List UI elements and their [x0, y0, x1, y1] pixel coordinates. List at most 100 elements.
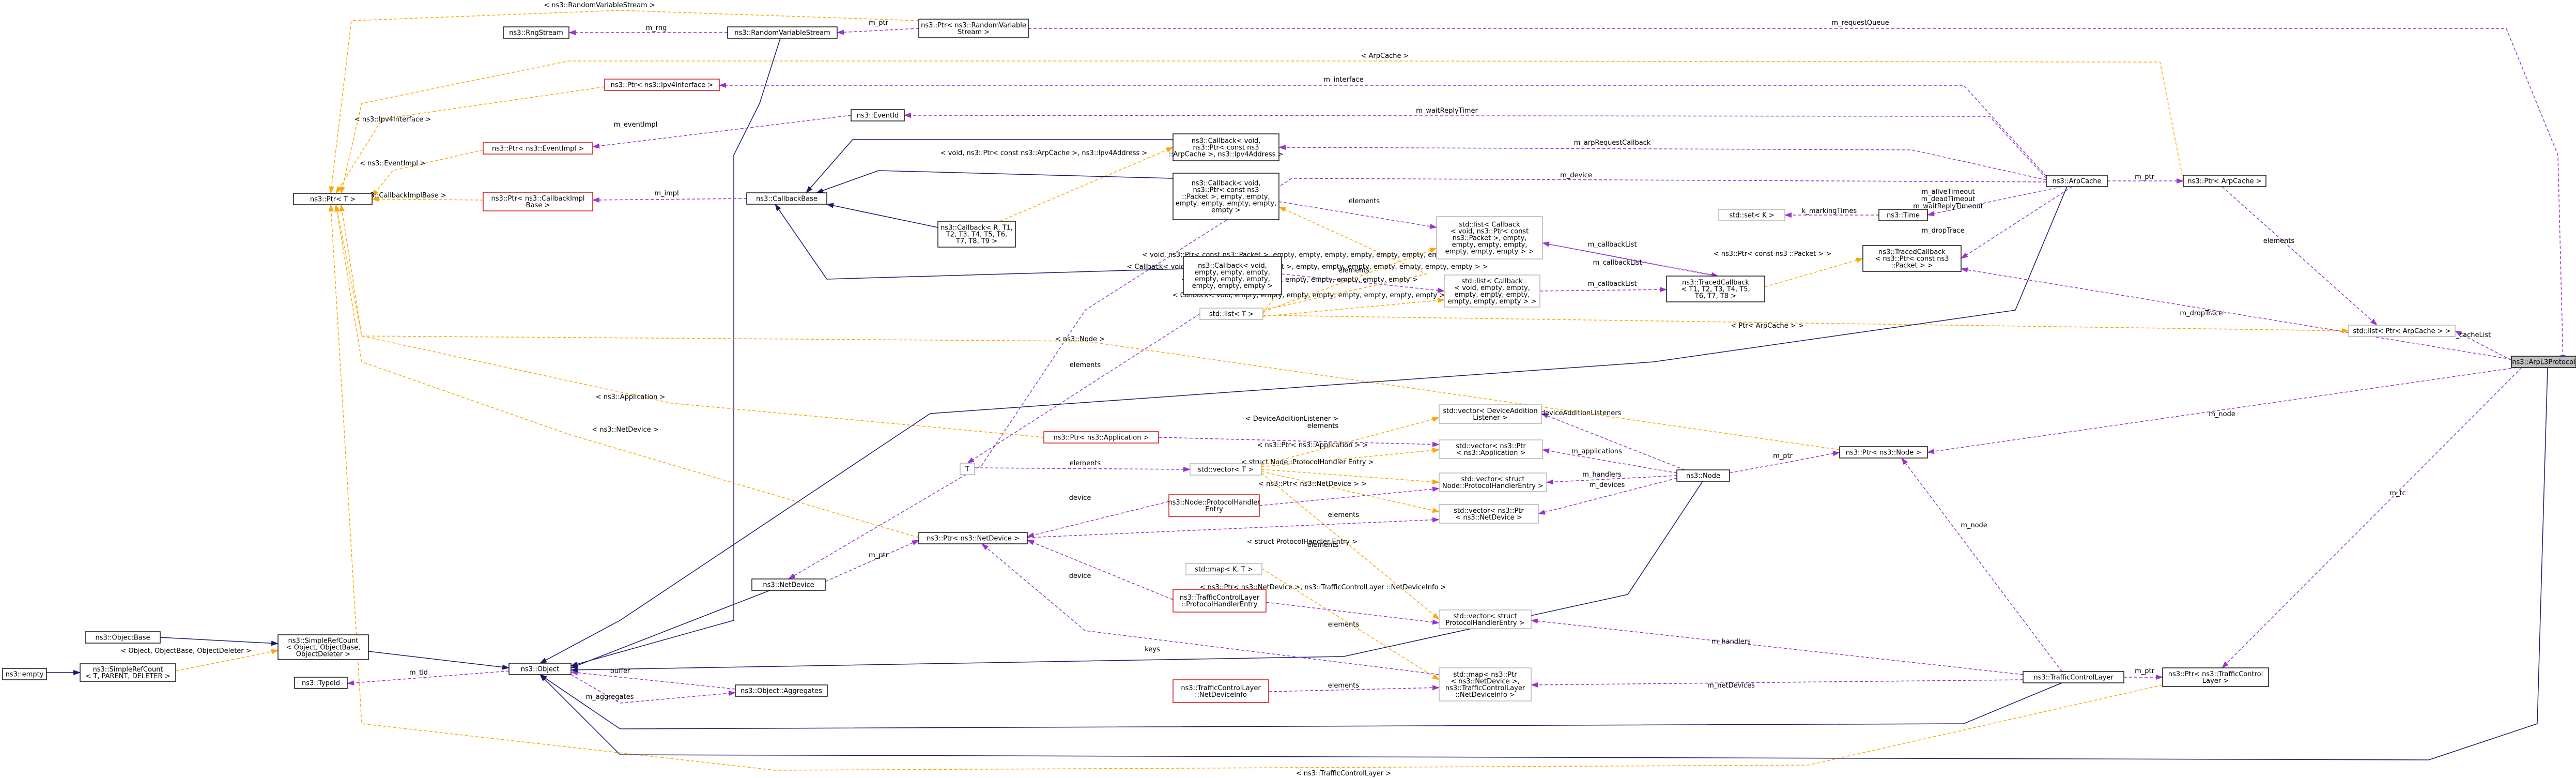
node-label: std::map< ns3::Ptr — [1453, 671, 1517, 679]
node-list-t[interactable]: std::list< T > — [1199, 308, 1263, 320]
edge-line — [1531, 679, 2024, 688]
node-box — [1199, 308, 1263, 320]
node-tcl-phe[interactable]: ns3::TrafficControlLayer::ProtocolHandle… — [1173, 589, 1267, 613]
node-vec-tcl-phe[interactable]: std::vector< structProtocolHandlerEntry … — [1439, 609, 1532, 629]
edge-label-m_handlers_b: m_handlers — [1711, 638, 1751, 646]
node-vec-ptr-app[interactable]: std::vector< ns3::Ptr< ns3::Application … — [1439, 439, 1543, 459]
edge-vec_t-to-vec_phe: < struct Node::ProtocolHandler Entry > — [1241, 459, 1440, 485]
node-node-phe[interactable]: ns3::Node::ProtocolHandlerEntry — [1168, 494, 1260, 517]
node-vec-phe[interactable]: std::vector< structNode::ProtocolHandler… — [1439, 472, 1547, 492]
edge-label-m_ptr_tcl: m_ptr — [2135, 667, 2155, 675]
node-box — [483, 192, 593, 211]
node-aggregates[interactable]: ns3::Object::Aggregates — [735, 684, 828, 697]
node-cb-template[interactable]: ns3::Callback< R, T1,T2, T3, T4, T5, T6,… — [937, 221, 1016, 248]
node-eventid[interactable]: ns3::EventId — [851, 109, 905, 121]
edge-label-ipv4if_tmpl: < ns3::Ipv4Interface > — [354, 116, 431, 124]
node-box — [1173, 589, 1267, 613]
node-set-k[interactable]: std::set< K > — [1718, 209, 1785, 221]
edge-trafficcontrollayer-to-map_nd: m_netDevices — [1531, 679, 2024, 690]
node-cb-void[interactable]: ns3::Callback< void,empty, empty, empty,… — [1183, 256, 1282, 295]
node-list-cb-packet[interactable]: std::list< Callback< void, ns3::Ptr< con… — [1436, 216, 1543, 260]
node-vec-t[interactable]: std::vector< T > — [1190, 463, 1262, 476]
node-vec-dal[interactable]: std::vector< DeviceAdditionListener > — [1439, 404, 1542, 424]
node-t-node[interactable]: T — [960, 463, 975, 475]
node-ptr-eventimpl[interactable]: ns3::Ptr< ns3::EventImpl > — [483, 142, 593, 155]
node-randomvariablestream[interactable]: ns3::RandomVariableStream — [727, 26, 838, 39]
edge-label-m_node_b: m_node — [1961, 522, 1987, 529]
node-box — [80, 663, 176, 682]
node-label: empty, empty, empty, — [1455, 291, 1530, 299]
edge-line — [334, 204, 919, 538]
node-label: ns3::Ptr< ns3::TrafficControl — [2168, 670, 2263, 678]
edge-label-tcl_tmpl: < ns3::TrafficControlLayer > — [1296, 770, 1391, 777]
node-traced-packet[interactable]: ns3::TracedCallback< ns3::Ptr< const ns3… — [1862, 245, 1962, 272]
node-ptr-tcl[interactable]: ns3::Ptr< ns3::TrafficControlLayer > — [2162, 667, 2269, 687]
edge-line — [570, 590, 770, 668]
node-ptr-app[interactable]: ns3::Ptr< ns3::Application > — [1043, 431, 1159, 444]
node-map-nd[interactable]: std::map< ns3::Ptr< ns3::NetDevice >,ns3… — [1439, 667, 1532, 701]
edge-line — [592, 115, 852, 149]
node-netdevice[interactable]: ns3::NetDevice — [751, 578, 826, 591]
edge-label-m_waitReplyTimer: m_waitReplyTimer — [1416, 107, 1478, 115]
node-box — [294, 677, 348, 689]
node-trafficcontrollayer[interactable]: ns3::TrafficControlLayer — [2023, 671, 2124, 683]
node-label: Layer > — [2202, 677, 2229, 685]
edge-line — [1261, 469, 1440, 485]
edge-label-keys: keys — [1145, 646, 1160, 653]
edge-line — [1927, 367, 2517, 454]
edge-randomvariablestream-to-object — [570, 38, 781, 667]
edge-line — [826, 203, 938, 228]
edge-label-arp_timers: m_waitReplyTimeout — [1913, 203, 1983, 210]
edge-ptr_node-to-ptr_t: < ns3::Node > — [340, 204, 1840, 450]
node-callbackbase[interactable]: ns3::CallbackBase — [746, 192, 827, 205]
node-ptr-arpcache[interactable]: ns3::Ptr< ArpCache > — [2183, 175, 2266, 187]
node-simplerefcount-t[interactable]: ns3::SimpleRefCount< T, PARENT, DELETER … — [80, 663, 176, 682]
node-label: ns3::Time — [1887, 212, 1920, 220]
edge-line — [1278, 201, 1437, 229]
node-list-ptr-arpcache[interactable]: std::list< Ptr< ArpCache > > — [2348, 325, 2456, 337]
edge-label-m_eventImpl: m_eventImpl — [614, 121, 658, 129]
node-map-kt[interactable]: std::map< K, T > — [1185, 563, 1262, 575]
node-ns3-time[interactable]: ns3::Time — [1878, 209, 1928, 221]
node-ptr-nd[interactable]: ns3::Ptr< ns3::NetDevice > — [918, 532, 1028, 544]
node-objectbase[interactable]: ns3::ObjectBase — [85, 631, 161, 644]
node-arpl3protocol[interactable]: ns3::ArpL3Protocol — [2511, 356, 2576, 368]
edge-line — [1259, 486, 1440, 506]
node-ptr-node[interactable]: ns3::Ptr< ns3::Node > — [1839, 446, 1928, 459]
node-box — [1718, 209, 1785, 221]
node-object[interactable]: ns3::Object — [508, 663, 572, 675]
node-ns3-empty[interactable]: ns3::empty — [2, 668, 47, 680]
node-ptr-ipv4if[interactable]: ns3::Ptr< ns3::Ipv4Interface > — [604, 79, 720, 91]
edge-line — [1542, 242, 1719, 278]
edge-line — [775, 204, 1184, 280]
edge-tcl_ndi-to-map_nd: elements — [1268, 682, 1440, 692]
edge-line — [335, 86, 605, 194]
edge-trafficcontrollayer-to-object — [539, 674, 2062, 729]
node-rngstream[interactable]: ns3::RngStream — [503, 26, 569, 39]
node-vec-ptr-nd[interactable]: std::vector< ns3::Ptr< ns3::NetDevice > — [1439, 504, 1539, 524]
node-label: ::NetDeviceInfo > — [1455, 691, 1515, 699]
edge-list_t-to-list_ptr_arpcache: < Ptr< ArpCache > > — [1262, 315, 2349, 333]
node-ptr-cbimplbase[interactable]: ns3::Ptr< ns3::CallbackImplBase > — [483, 192, 593, 211]
edge-arpcache-to-ns3_time: m_aliveTimeoutm_deadTimeoutm_waitReplyTi… — [1913, 186, 2062, 217]
node-label: empty, empty, empty > > — [1448, 298, 1537, 306]
node-simplerefcount-obj[interactable]: ns3::SimpleRefCount< Object, ObjectBase,… — [277, 634, 369, 660]
node-arpcache[interactable]: ns3::ArpCache — [2046, 175, 2108, 187]
node-traced-template[interactable]: ns3::TracedCallback< T1, T2, T3, T4, T5,… — [1666, 276, 1765, 302]
node-label: ns3::EventId — [857, 112, 899, 120]
node-cb-arpcache[interactable]: ns3::Callback< void,ns3::Ptr< const ns3:… — [1169, 133, 1284, 161]
edge-label-rvs_tmpl: < ns3::RandomVariableStream > — [544, 2, 655, 9]
node-typeid[interactable]: ns3::TypeId — [294, 677, 348, 689]
node-ns3-node[interactable]: ns3::Node — [1676, 469, 1730, 482]
edge-line — [2222, 367, 2522, 668]
node-list-cb-void[interactable]: std::list< Callback< void, empty, empty,… — [1444, 274, 1540, 308]
node-label: ProtocolHandlerEntry > — [1445, 619, 1524, 627]
node-ptr-rvs[interactable]: ns3::Ptr< ns3::RandomVariableStream > — [918, 19, 1029, 38]
node-ptr-t[interactable]: ns3::Ptr< T > — [293, 193, 373, 205]
node-label: empty, empty, empty > — [1192, 282, 1273, 290]
edge-vec_t-to-vec_ptr_nd: < ns3::Ptr< ns3::NetDevice > > — [1258, 471, 1440, 513]
edge-arpcache-to-cb_arpcache: m_arpRequestCallback — [1278, 139, 2047, 180]
node-cb-packet[interactable]: ns3::Callback< void,ns3::Ptr< const ns3:… — [1173, 173, 1279, 220]
node-tcl-ndi[interactable]: ns3::TrafficControlLayer::NetDeviceInfo — [1173, 679, 1269, 703]
edge-label-m_dropTrace_a: m_dropTrace — [1921, 227, 1964, 235]
